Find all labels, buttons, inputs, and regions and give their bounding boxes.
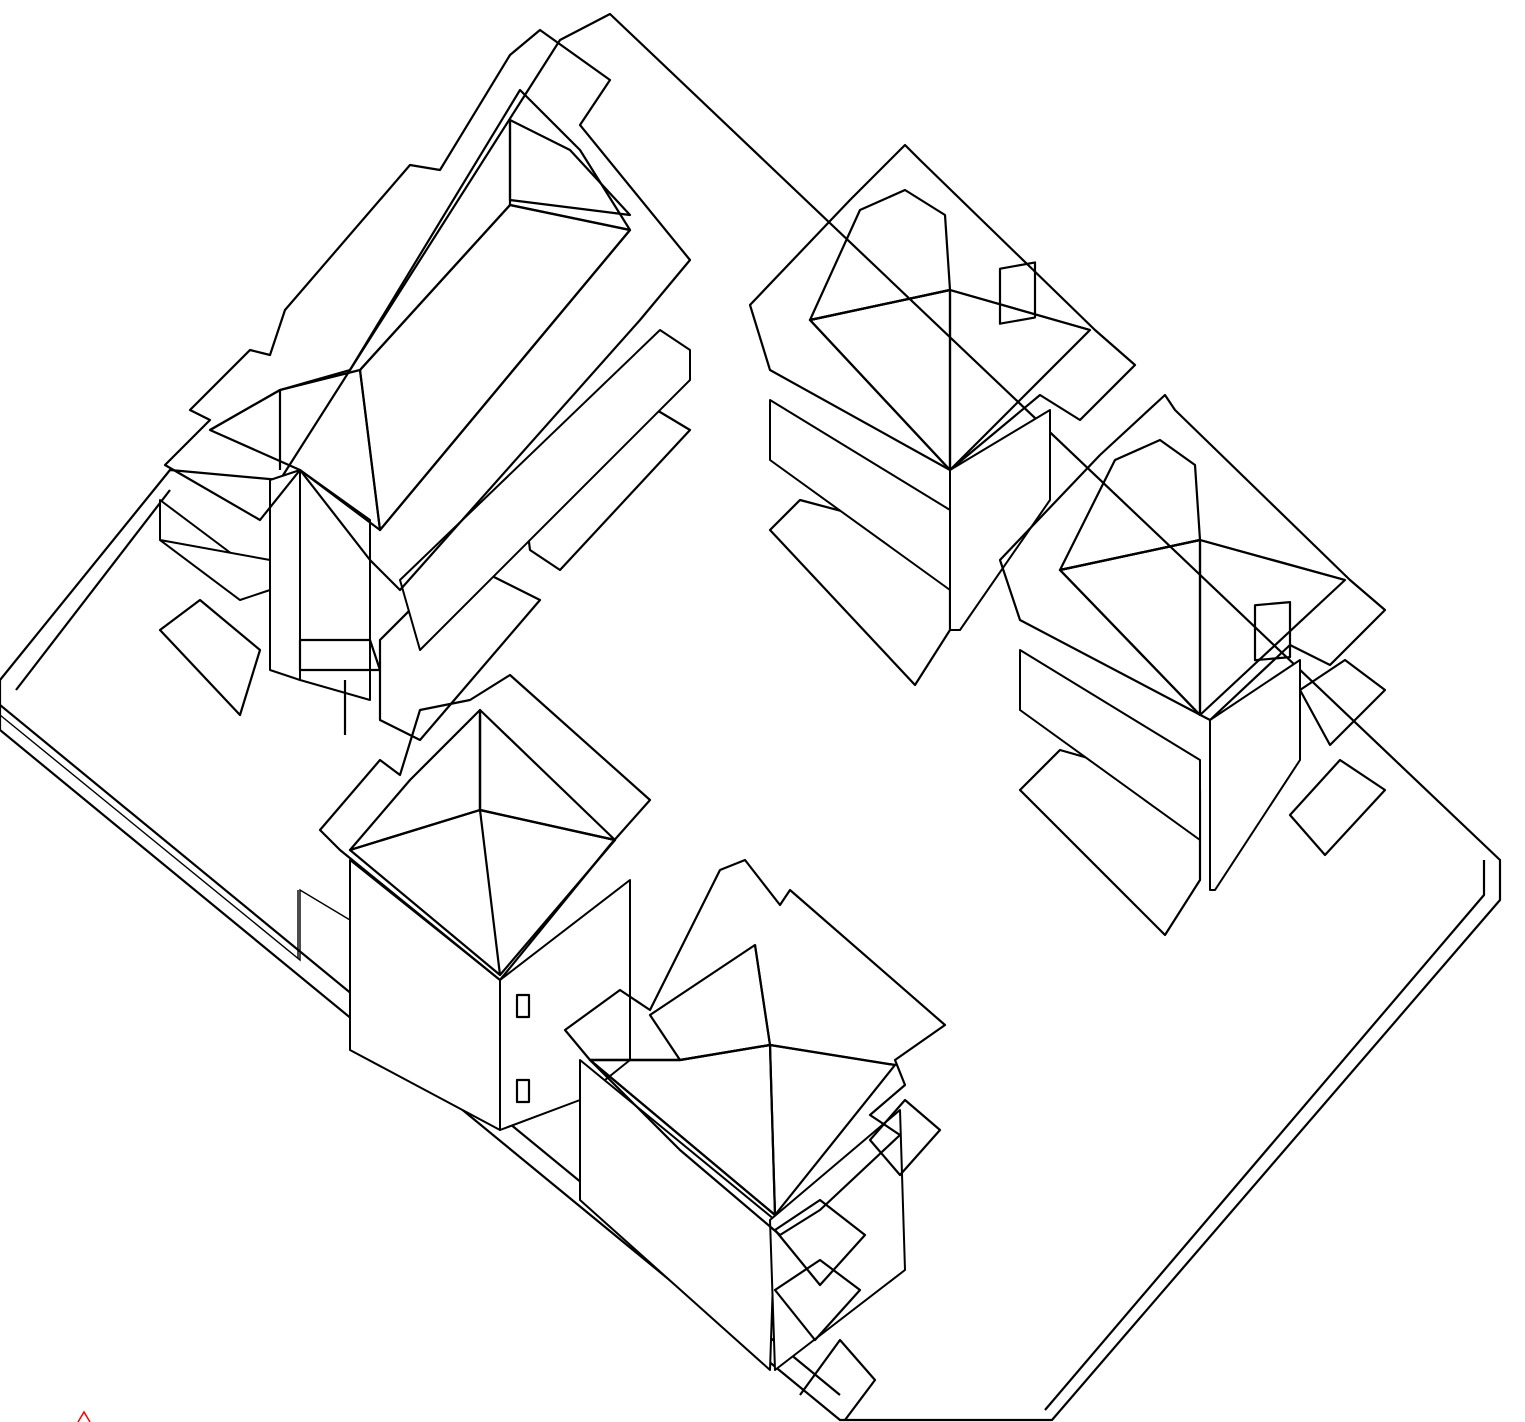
villa-northwest — [158, 28, 692, 742]
villa-center — [318, 673, 652, 1131]
villa-south — [563, 858, 947, 1421]
axis-marker-icon — [77, 1410, 91, 1422]
villa-north-east-1 — [748, 143, 1137, 687]
villa-north-east-2 — [998, 393, 1387, 937]
